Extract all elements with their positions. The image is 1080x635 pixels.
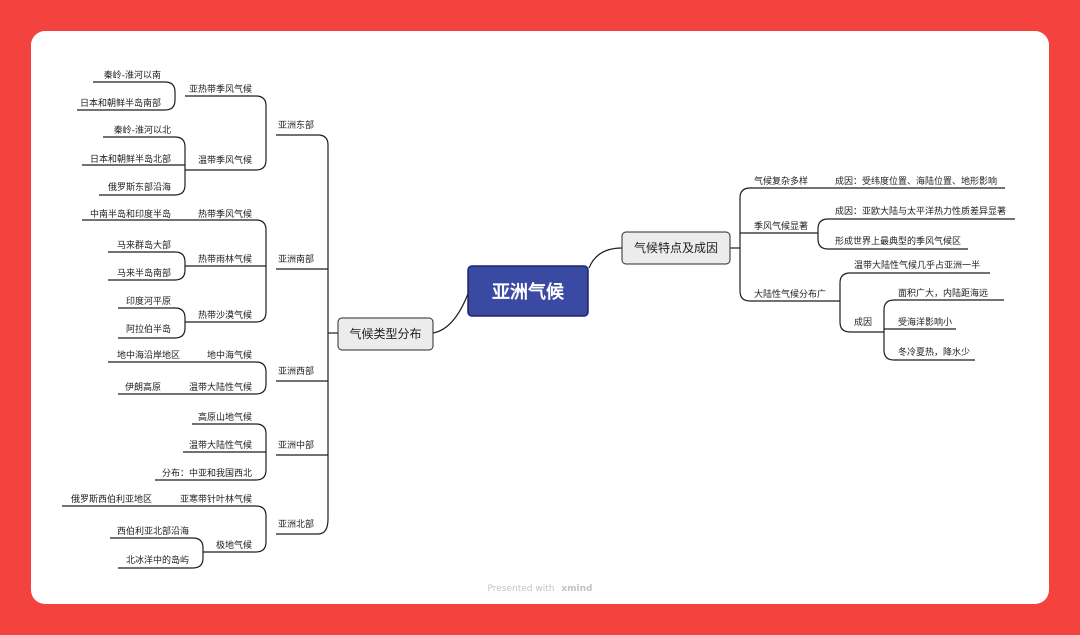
place-label[interactable]: 印度河平原: [126, 295, 171, 307]
place-label[interactable]: 北冰洋中的岛屿: [126, 554, 189, 566]
canvas-card: [31, 31, 1049, 604]
region-south-label[interactable]: 亚洲南部: [278, 253, 314, 265]
place-label[interactable]: 马来半岛南部: [117, 267, 171, 279]
bracket-east-bottom: [185, 135, 267, 171]
main-topic-characteristics[interactable]: 气候特点及成因: [621, 231, 731, 265]
bracket-rain-top: [108, 251, 186, 266]
bracket-subtrop-top: [93, 81, 176, 96]
bracket-temp-top: [103, 136, 186, 170]
region-north-label[interactable]: 亚洲北部: [278, 518, 314, 530]
place-label[interactable]: 秦岭-淮河以南: [104, 69, 161, 81]
connector-right-item1: [739, 187, 822, 248]
place-label[interactable]: 俄罗斯东部沿海: [108, 181, 171, 193]
place-label[interactable]: 日本和朝鲜半岛北部: [90, 153, 171, 165]
connector-right-item3: [739, 248, 840, 302]
cause-detail-label[interactable]: 冬冷夏热，降水少: [898, 346, 970, 358]
main-topic-climate-types[interactable]: 气候类型分布: [337, 317, 434, 351]
type-label[interactable]: 热带季风气候: [198, 208, 252, 220]
place-label[interactable]: 俄罗斯西伯利亚地区: [71, 493, 152, 505]
bracket-polar-top: [110, 537, 204, 552]
type-label[interactable]: 温带大陆性气候: [189, 381, 252, 393]
feature-detail-label[interactable]: 形成世界上最典型的季风气候区: [835, 235, 961, 247]
bracket-desert-top: [118, 307, 186, 322]
bracket-right-item3-bottom: [839, 301, 884, 333]
place-label[interactable]: 伊朗高原: [125, 381, 161, 393]
bracket-right-item2-bottom: [817, 233, 968, 250]
place-label[interactable]: 西伯利亚北部沿海: [117, 525, 189, 537]
bracket-south-top: [82, 219, 267, 269]
cause-detail-label[interactable]: 受海洋影响小: [898, 316, 952, 328]
type-label[interactable]: 热带沙漠气候: [198, 309, 252, 321]
type-label[interactable]: 极地气候: [216, 539, 252, 551]
center-topic[interactable]: 亚洲气候: [467, 265, 589, 317]
connector-center-right: [588, 247, 623, 269]
trunk-left-regions: [276, 145, 329, 535]
bracket-north-bottom: [203, 534, 267, 553]
feature-detail-label[interactable]: 温带大陆性气候几乎占亚洲一半: [854, 259, 980, 271]
bracket-west-bottom: [118, 381, 267, 395]
bracket-rain-bottom: [108, 266, 186, 281]
bracket-subtrop-bottom: [77, 96, 176, 111]
bracket-polar-bottom: [118, 552, 204, 569]
type-label[interactable]: 热带雨林气候: [198, 253, 252, 265]
bracket-right-item2-top: [817, 218, 1015, 233]
type-label[interactable]: 地中海气候: [207, 349, 252, 361]
bracket-desert-bottom: [118, 322, 186, 339]
bracket-south-bottom: [185, 269, 267, 323]
type-label[interactable]: 高原山地气候: [198, 411, 252, 423]
footer-prefix: Presented with: [488, 584, 555, 594]
cause-detail-label[interactable]: 面积广大，内陆距海远: [898, 287, 988, 299]
type-label[interactable]: 温带季风气候: [198, 154, 252, 166]
footer-watermark: Presented with xmind: [488, 584, 593, 594]
center-topic-label: 亚洲气候: [492, 281, 565, 303]
connector-center-left: [432, 290, 470, 334]
connector-region-east: [276, 134, 329, 146]
feature-detail-label[interactable]: 成因：受纬度位置、海陆位置、地形影响: [835, 175, 997, 187]
feature-label[interactable]: 大陆性气候分布广: [754, 288, 826, 300]
place-label[interactable]: 马来群岛大部: [117, 239, 171, 251]
region-central-label[interactable]: 亚洲中部: [278, 439, 314, 451]
place-label[interactable]: 中南半岛和印度半岛: [90, 208, 171, 220]
type-label[interactable]: 亚寒带针叶林气候: [180, 493, 252, 505]
bracket-east-top: [185, 95, 267, 135]
bracket-cause-top: [883, 299, 1004, 332]
feature-label[interactable]: 季风气候显著: [754, 220, 808, 232]
type-label[interactable]: 温带大陆性气候: [189, 439, 252, 451]
region-west-label[interactable]: 亚洲西部: [278, 365, 314, 377]
main-topic-climate-types-label: 气候类型分布: [349, 326, 421, 341]
bracket-temp-bottom: [99, 170, 186, 196]
bracket-central-bottom: [155, 455, 267, 481]
footer-brand: xmind: [561, 584, 592, 594]
feature-detail-label[interactable]: 成因：亚欧大陆与太平洋热力性质差异显著: [835, 205, 1006, 217]
place-label[interactable]: 日本和朝鲜半岛南部: [80, 97, 161, 109]
place-label[interactable]: 地中海沿岸地区: [117, 349, 180, 361]
main-topic-characteristics-label: 气候特点及成因: [634, 240, 718, 255]
bracket-cause-bottom: [883, 332, 975, 361]
bracket-north-top: [62, 505, 267, 534]
bracket-right-item3-top: [839, 272, 990, 301]
bracket-west-top: [108, 361, 267, 381]
bracket-central-top: [192, 423, 267, 455]
region-east-label[interactable]: 亚洲东部: [278, 119, 314, 131]
type-label[interactable]: 亚热带季风气候: [189, 83, 252, 95]
type-label[interactable]: 分布：中亚和我国西北: [162, 467, 252, 479]
place-label[interactable]: 秦岭-淮河以北: [114, 124, 171, 136]
feature-label[interactable]: 气候复杂多样: [754, 175, 808, 187]
place-label[interactable]: 阿拉伯半岛: [126, 323, 171, 335]
cause-label[interactable]: 成因: [854, 316, 872, 328]
